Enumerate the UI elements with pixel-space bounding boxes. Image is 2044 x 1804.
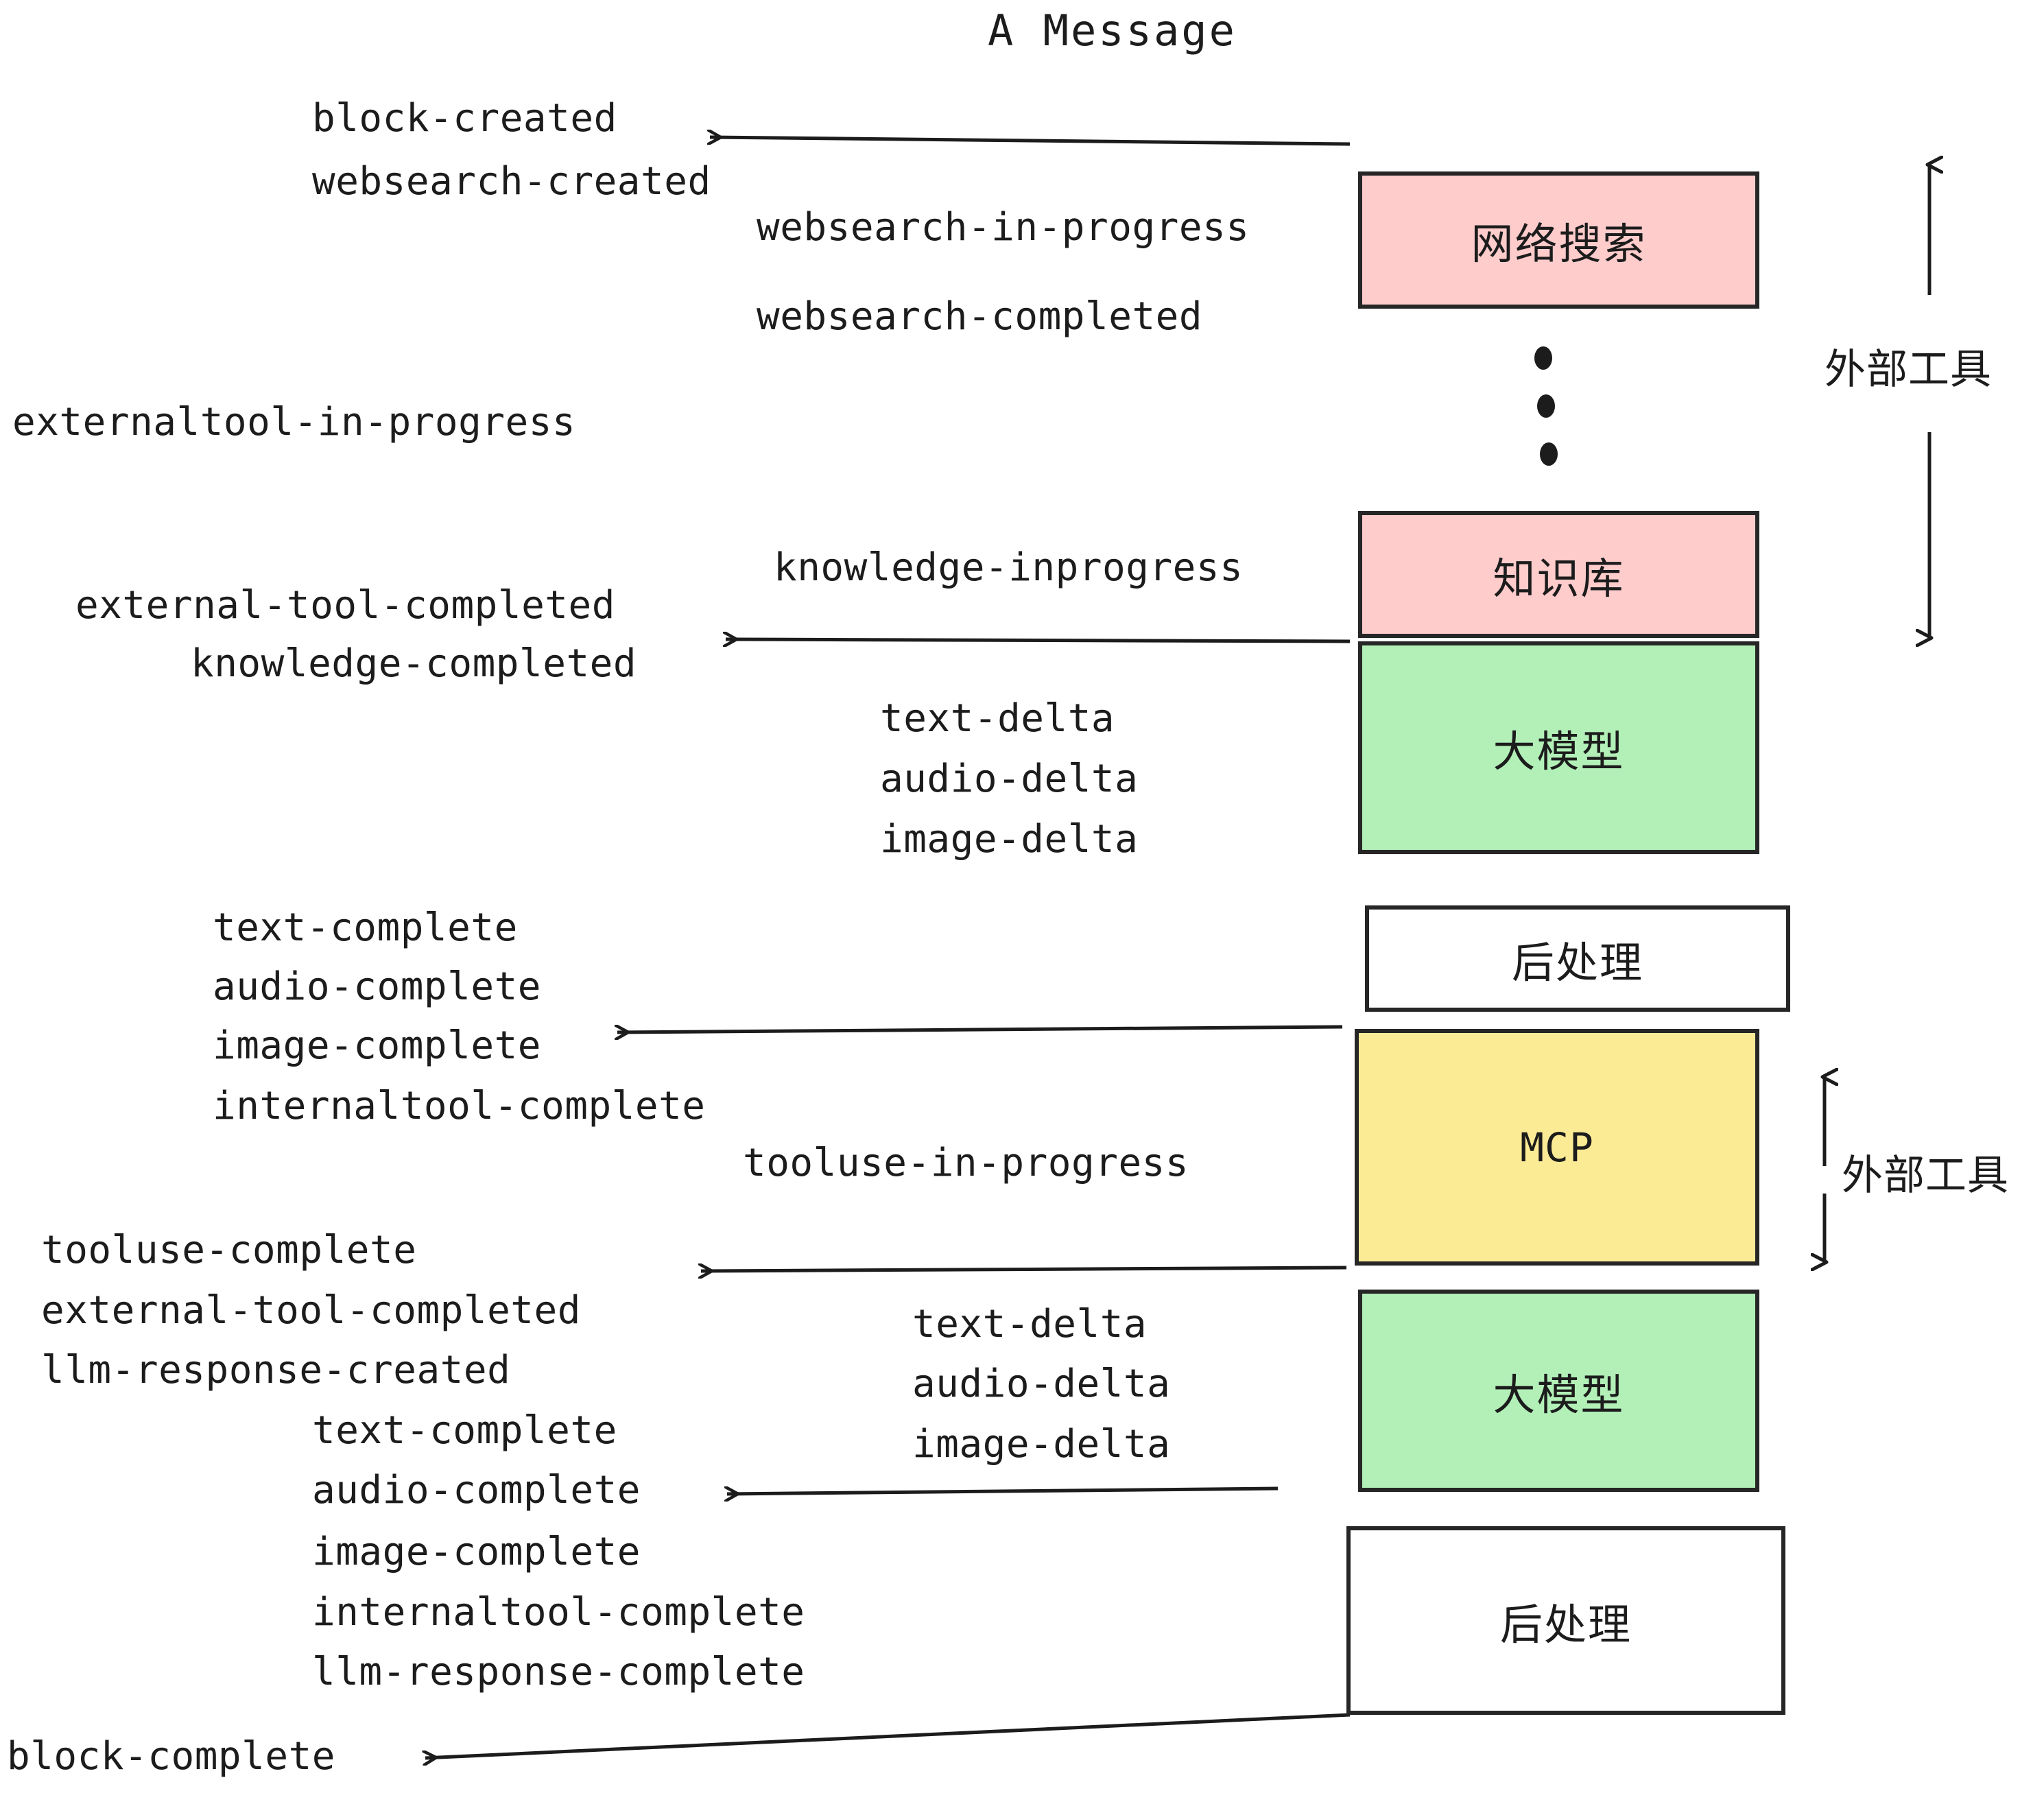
event-image-delta-2: image-delta: [912, 1422, 1171, 1467]
box-knowledge[interactable]: 知识库: [1358, 511, 1759, 638]
event-websearch-in-progress: websearch-in-progress: [757, 205, 1250, 250]
box-postprocess-bottom[interactable]: 后处理: [1346, 1526, 1785, 1715]
box-llm-top[interactable]: 大模型: [1358, 641, 1759, 854]
event-tooluse-in-progress: tooluse-in-progress: [743, 1141, 1189, 1185]
external-tool-label-top: 外部工具: [1825, 346, 1992, 394]
box-llm-top-label: 大模型: [1493, 726, 1625, 776]
ellipsis-dot-3: [1540, 442, 1558, 466]
event-websearch-created: websearch-created: [312, 159, 711, 204]
event-image-delta-1: image-delta: [880, 817, 1139, 862]
ellipsis-dot-2: [1537, 394, 1555, 418]
event-knowledge-completed: knowledge-completed: [191, 641, 637, 686]
event-image-complete-1: image-complete: [213, 1023, 542, 1068]
event-internaltool-complete-2: internaltool-complete: [312, 1590, 805, 1635]
box-postprocess-bottom-label: 后处理: [1499, 1599, 1632, 1650]
event-text-complete-1: text-complete: [213, 905, 518, 950]
page-title: A Message: [988, 5, 1237, 56]
box-postprocess-top-label: 后处理: [1511, 937, 1643, 988]
event-audio-complete-1: audio-complete: [213, 964, 542, 1009]
box-websearch[interactable]: 网络搜索: [1358, 171, 1759, 309]
event-externaltool-in-progress: externaltool-in-progress: [12, 400, 576, 444]
event-external-tool-completed-2: external-tool-completed: [41, 1288, 581, 1333]
event-image-complete-2: image-complete: [312, 1530, 641, 1574]
event-block-created: block-created: [312, 96, 617, 141]
ellipsis-dot-1: [1534, 346, 1552, 370]
event-internaltool-complete-1: internaltool-complete: [213, 1084, 706, 1128]
box-knowledge-label: 知识库: [1493, 553, 1625, 604]
event-llm-response-complete: llm-response-complete: [312, 1650, 805, 1694]
event-external-tool-completed-1: external-tool-completed: [75, 583, 615, 628]
event-llm-response-created: llm-response-created: [41, 1348, 511, 1392]
box-mcp-label: MCP: [1520, 1124, 1594, 1171]
event-text-delta-2: text-delta: [912, 1302, 1148, 1346]
box-llm-bottom-label: 大模型: [1493, 1369, 1625, 1420]
event-knowledge-inprogress: knowledge-inprogress: [774, 545, 1244, 590]
external-tool-label-bottom: 外部工具: [1842, 1152, 2009, 1200]
arrow-websearch-to-blockcreated: [710, 137, 1351, 146]
event-text-delta-1: text-delta: [880, 696, 1115, 741]
box-llm-bottom[interactable]: 大模型: [1358, 1290, 1759, 1492]
event-websearch-completed: websearch-completed: [757, 294, 1203, 339]
arrow-postprocess-to-blockcomplete: [425, 1713, 1351, 1758]
event-block-complete: block-complete: [7, 1734, 336, 1779]
arrow-mcp-to-tooluse-complete: [701, 1268, 1347, 1271]
arrow-knowledge-to-completed: [726, 639, 1351, 641]
event-tooluse-complete: tooluse-complete: [41, 1228, 417, 1272]
event-text-complete-2: text-complete: [312, 1408, 617, 1453]
event-audio-delta-2: audio-delta: [912, 1362, 1171, 1406]
event-audio-delta-1: audio-delta: [880, 757, 1139, 801]
event-audio-complete-2: audio-complete: [312, 1468, 641, 1512]
box-websearch-label: 网络搜索: [1471, 219, 1647, 269]
box-mcp[interactable]: MCP: [1355, 1029, 1759, 1266]
box-postprocess-top[interactable]: 后处理: [1365, 905, 1790, 1012]
arrow-postprocess-to-imagecomplete: [617, 1027, 1343, 1032]
arrow-llm-to-audiocomplete: [727, 1488, 1279, 1494]
